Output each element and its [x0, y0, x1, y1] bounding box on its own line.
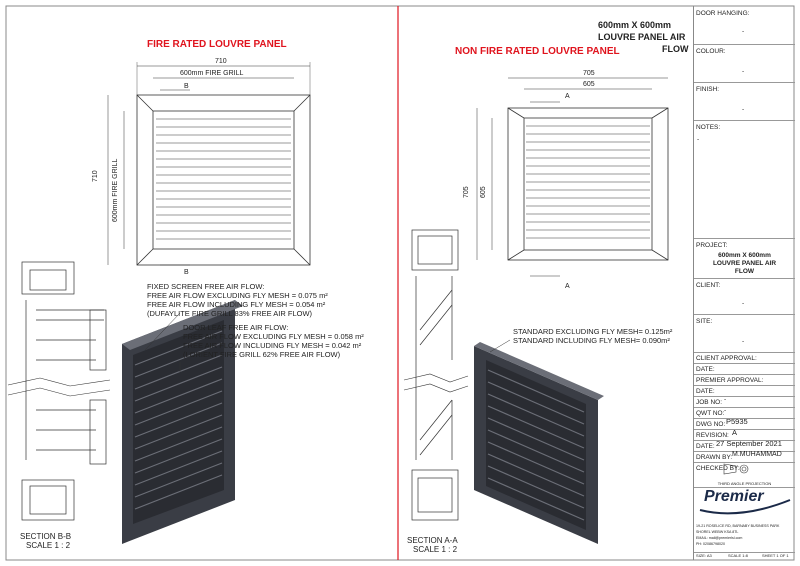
header-title-1: 600mm X 600mm: [598, 20, 672, 30]
right-elevation: [476, 77, 669, 277]
note-left-5: DOOR LEAF FREE AIR FLOW:: [183, 323, 289, 332]
section-right-scale: SCALE 1 : 2: [413, 545, 458, 554]
tb-footer-sheet: SHEET 1 OF 1: [762, 553, 789, 558]
tb-client-approval-label: CLIENT APPROVAL:: [696, 355, 757, 362]
right-3d-panel: [474, 342, 604, 544]
tb-site-value: -: [742, 338, 745, 345]
right-section-marker-bottom: A: [565, 283, 570, 290]
tb-colour-value: -: [742, 68, 745, 75]
section-left-scale: SCALE 1 : 2: [26, 541, 71, 550]
header-title-3: FLOW: [662, 44, 689, 54]
tb-finish-value: -: [742, 106, 745, 113]
tb-footer-size: SIZE: A3: [696, 553, 712, 558]
tb-address-1: 19-21 ROSELICE RD, BARNABY BUSINESS PARK: [696, 524, 780, 528]
right-section: [403, 229, 469, 521]
note-left-2: FREE AIR FLOW EXCLUDING FLY MESH = 0.075…: [147, 291, 328, 300]
section-left-title: SECTION B-B: [20, 532, 72, 541]
left-section-marker-bottom: B: [184, 269, 189, 276]
note-left-3: FREE AIR FLOW INCLUDING FLY MESH = 0.054…: [147, 300, 326, 309]
tb-date-label-1: DATE:: [696, 366, 715, 373]
tb-address-3: EMAIL: mail@premierlsl.com: [696, 536, 743, 540]
tb-site-label: SITE:: [696, 318, 713, 325]
tb-revision-label: REVISION:: [696, 432, 729, 439]
tb-project-line-3: FLOW: [734, 268, 755, 275]
header-title-2: LOUVRE PANEL AIR: [598, 32, 686, 42]
tb-notes-value: -: [697, 136, 700, 143]
tb-revision-value: A: [732, 428, 738, 437]
left-elevation: [107, 62, 311, 266]
left-3d-panel: [122, 300, 243, 544]
tb-finish-label: FINISH:: [696, 86, 720, 93]
note-right-1: STANDARD EXCLUDING FLY MESH= 0.125m²: [513, 327, 673, 336]
tb-dwg-no-value: P5935: [726, 417, 748, 426]
premier-logo: Premier: [704, 488, 764, 505]
note-left-8: (LORIENT FIRE GRILL 62% FREE AIR FLOW): [183, 350, 341, 359]
note-left-4: (DUFAYLITE FIRE GRILL 83% FREE AIR FLOW): [147, 309, 313, 318]
tb-address-2: SHOREL WEBW KSA 8TL: [696, 530, 739, 534]
left-dim-height: 710: [92, 170, 99, 182]
tb-qwt-no-value: -: [724, 407, 727, 414]
right-title: NON FIRE RATED LOUVRE PANEL: [455, 46, 620, 57]
note-left-1: FIXED SCREEN FREE AIR FLOW:: [147, 282, 265, 291]
left-dim-outer: 710: [215, 58, 227, 65]
tb-dwg-no-label: DWG NO:: [696, 421, 726, 428]
note-left-6: FREE AIR FLOW EXCLUDING FLY MESH = 0.058…: [183, 332, 364, 341]
left-section-marker-top: B: [184, 83, 189, 90]
sheet-border: [5, 5, 795, 561]
tb-client-label: CLIENT:: [696, 282, 721, 289]
left-dim-height-inner: 600mm FIRE GRILL: [112, 158, 119, 222]
tb-notes-label: NOTES:: [696, 124, 721, 131]
right-section-marker-top: A: [565, 93, 570, 100]
note-left-7: FREE AIR FLOW INCLUDING FLY MESH = 0.042…: [183, 341, 362, 350]
tb-job-no-label: JOB NO:: [696, 399, 723, 406]
leader-lines: [144, 312, 511, 372]
right-dim-outer: 705: [583, 70, 595, 77]
tb-qwt-no-label: QWT NO:: [696, 410, 725, 417]
right-dim-height: 705: [463, 186, 470, 198]
tb-checked-by-label: CHECKED BY:: [696, 465, 740, 472]
tb-project-line-1: 600mm X 600mm: [718, 252, 771, 259]
tb-drawn-by-value: M.MUHAMMAD: [732, 451, 782, 458]
logo-swoosh: [699, 499, 791, 515]
tb-footer-scale: SCALE 1:8: [728, 553, 748, 558]
projection-symbol: [723, 463, 749, 475]
tb-project-line-2: LOUVRE PANEL AIR: [712, 260, 777, 267]
tb-drawn-by-label: DRAWN BY:: [696, 454, 733, 461]
left-title: FIRE RATED LOUVRE PANEL: [147, 39, 287, 50]
note-right-2: STANDARD INCLUDING FLY MESH= 0.090m²: [513, 336, 670, 345]
tb-date-label-2: DATE:: [696, 388, 715, 395]
right-dim-inner: 605: [583, 81, 595, 88]
tb-door-hanging-value: -: [742, 28, 745, 35]
title-block: DOOR HANGING: - COLOUR: - FINISH: - NOTE…: [693, 6, 795, 560]
tb-project-label: PROJECT:: [696, 242, 728, 249]
tb-projection-label: THIRD ANGLE PROJECTION: [717, 481, 772, 486]
tb-date-value: 27 September 2021: [716, 439, 782, 448]
tb-address-4: PH: 02086798020: [696, 542, 725, 546]
section-right-title: SECTION A-A: [407, 536, 458, 545]
tb-door-hanging-label: DOOR HANGING:: [696, 10, 750, 17]
tb-client-value: -: [742, 300, 745, 307]
tb-colour-label: COLOUR:: [696, 48, 726, 55]
left-section: [7, 261, 111, 521]
tb-premier-approval-label: PREMIER APPROVAL:: [696, 377, 764, 384]
left-dim-inner: 600mm FIRE GRILL: [180, 70, 244, 77]
tb-date-label-3: DATE:: [696, 443, 715, 450]
tb-job-no-value: -: [724, 396, 727, 403]
right-dim-height-inner: 605: [480, 186, 487, 198]
